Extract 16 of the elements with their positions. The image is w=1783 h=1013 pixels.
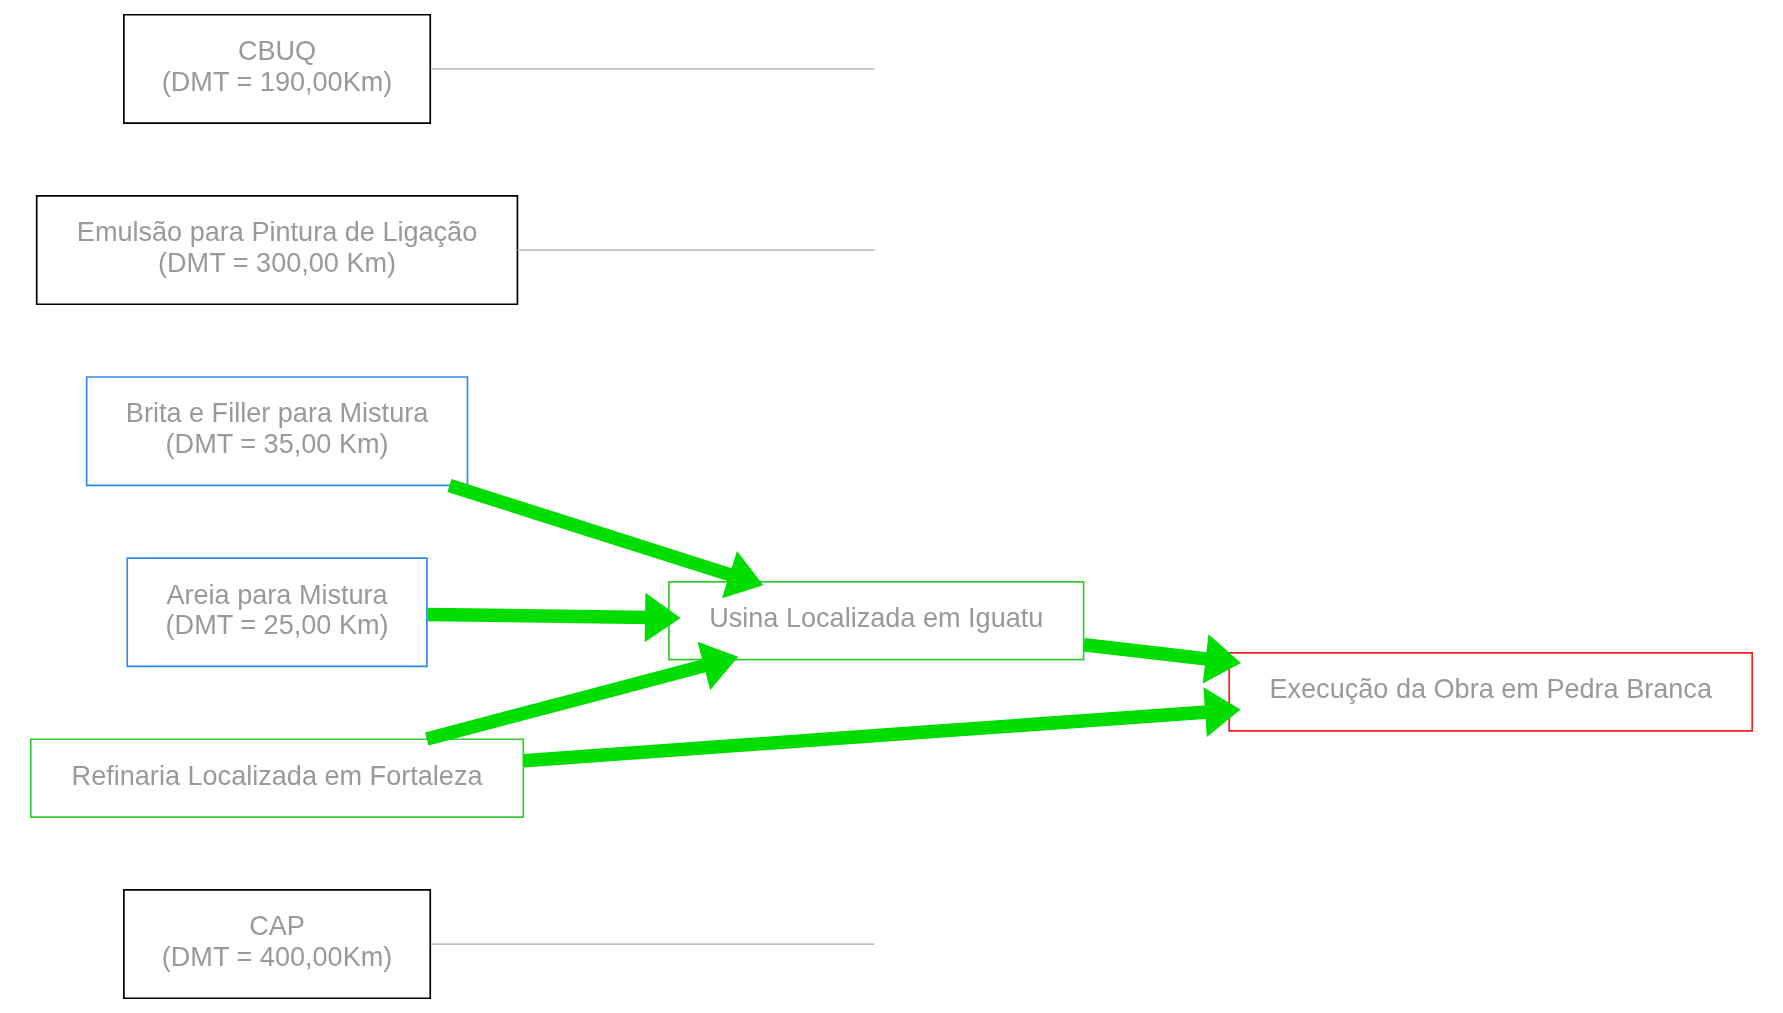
node-box: Areia para Mistura (DMT = 25,00 Km) xyxy=(126,557,428,668)
connector xyxy=(516,249,876,251)
arrow xyxy=(523,687,1241,768)
arrow xyxy=(1083,634,1241,684)
node-box: CBUQ (DMT = 190,00Km) xyxy=(123,13,432,124)
arrow xyxy=(427,592,681,643)
connector xyxy=(429,943,876,945)
node-box: CAP (DMT = 400,00Km) xyxy=(123,889,432,1000)
node-box: Refinaria Localizada em Fortaleza xyxy=(29,738,525,818)
node-box: Emulsão para Pintura de Ligação (DMT = 300,00 Km) xyxy=(35,195,519,306)
node-box: Execução da Obra em Pedra Branca xyxy=(1228,652,1754,732)
node-box: Brita e Filler para Mistura (DMT = 35,00 Km) xyxy=(85,376,469,487)
arrow xyxy=(425,641,739,746)
node-box: Usina Localizada em Iguatu xyxy=(668,580,1085,661)
arrow xyxy=(447,479,764,599)
connector xyxy=(429,68,876,70)
